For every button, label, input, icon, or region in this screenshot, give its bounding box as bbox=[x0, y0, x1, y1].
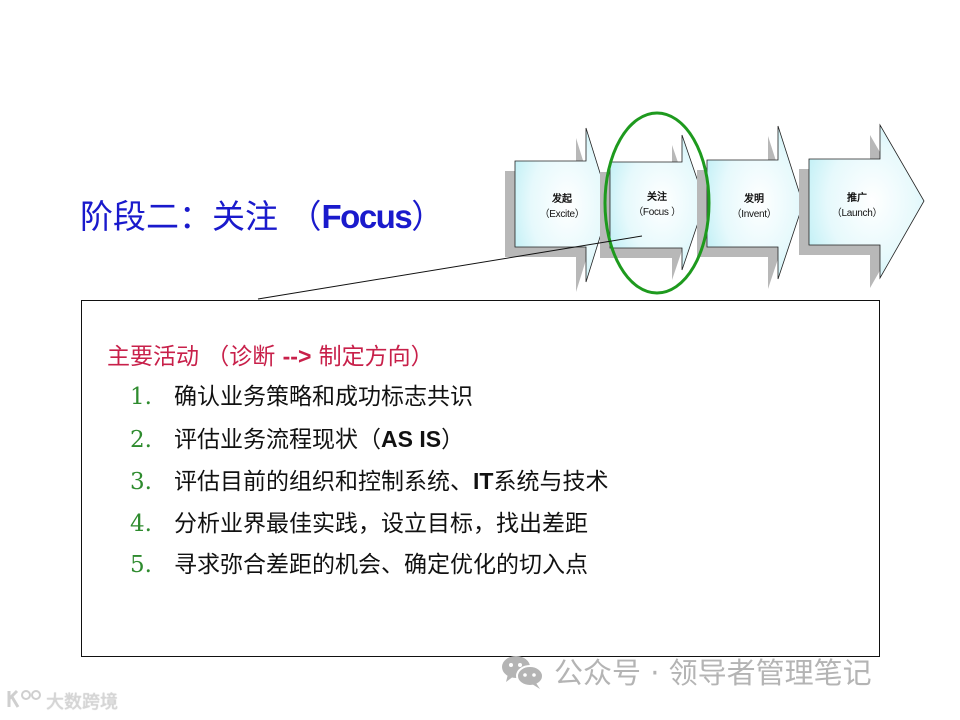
stage-name-en: （Launch） bbox=[831, 208, 883, 219]
wechat-watermark: 公众号 · 领导者管理笔记 bbox=[554, 656, 872, 690]
list-item: 3. 评估目前的组织和控制系统、IT系统与技术 bbox=[130, 462, 608, 496]
logo-icon bbox=[7, 689, 41, 708]
list-item: 4. 分析业界最佳实践，设立目标，找出差距 bbox=[130, 504, 588, 538]
activities-box bbox=[81, 300, 880, 657]
title-english: Focus bbox=[321, 198, 413, 235]
item-text: 确认业务策略和成功标志共识 bbox=[174, 384, 473, 410]
item-text-bold: AS IS bbox=[381, 426, 442, 452]
stage-label-invent: 发明 （Invent） bbox=[714, 192, 794, 222]
title-close: ） bbox=[411, 197, 445, 236]
stage-arrow-invent bbox=[697, 125, 804, 289]
wechat-icon bbox=[502, 656, 544, 689]
item-number: 5. bbox=[130, 552, 152, 578]
title-chinese: 阶段二：关注 （ bbox=[80, 197, 322, 236]
item-number: 4. bbox=[130, 511, 152, 537]
stage-label-launch: 推广 （Launch） bbox=[817, 191, 897, 221]
item-text: 分析业界最佳实践，设立目标，找出差距 bbox=[174, 511, 588, 537]
list-item: 5. 寻求弥合差距的机会、确定优化的切入点 bbox=[130, 545, 588, 579]
item-text: 评估业务流程现状（ bbox=[174, 427, 381, 453]
stage-label-excite: 发起 （Excite） bbox=[522, 192, 602, 222]
stage-name-cn: 关注 bbox=[647, 192, 667, 203]
heading-arrow: --> bbox=[282, 343, 312, 369]
focus-highlight-ellipse bbox=[603, 111, 711, 295]
stage-name-cn: 推广 bbox=[847, 193, 867, 204]
stage-name-cn: 发起 bbox=[552, 194, 572, 205]
item-text: 寻求弥合差距的机会、确定优化的切入点 bbox=[174, 552, 588, 578]
stage-name-en: （Invent） bbox=[731, 209, 777, 220]
item-text: 评估目前的组织和控制系统、 bbox=[174, 469, 473, 495]
stage-name-cn: 发明 bbox=[744, 194, 764, 205]
list-item: 2. 评估业务流程现状（AS IS） bbox=[130, 420, 464, 454]
item-number: 2. bbox=[130, 427, 152, 453]
item-text-post: 系统与技术 bbox=[493, 469, 609, 495]
brand-watermark: 大数跨境 bbox=[46, 692, 118, 713]
activities-heading: 主要活动 （诊断 --> 制定方向） bbox=[107, 337, 434, 371]
stage-name-en: （Excite） bbox=[539, 209, 585, 220]
stage-arrow-excite bbox=[505, 127, 611, 292]
item-number: 3. bbox=[130, 469, 152, 495]
slide-title: 阶段二：关注 （Focus） bbox=[80, 190, 444, 238]
stage-arrow-launch bbox=[799, 123, 925, 288]
list-item: 1. 确认业务策略和成功标志共识 bbox=[130, 377, 473, 411]
stage-label-focus: 关注 （Focus ） bbox=[617, 190, 697, 220]
stage-name-en: （Focus ） bbox=[633, 207, 681, 218]
item-text-bold: IT bbox=[473, 468, 494, 494]
callout-line bbox=[257, 235, 643, 300]
heading-text-post: 制定方向） bbox=[311, 344, 434, 370]
stage-arrow-focus bbox=[600, 134, 706, 280]
item-number: 1. bbox=[130, 384, 152, 410]
item-text-post: ） bbox=[441, 427, 465, 453]
heading-text: 主要活动 （诊断 bbox=[107, 344, 283, 370]
